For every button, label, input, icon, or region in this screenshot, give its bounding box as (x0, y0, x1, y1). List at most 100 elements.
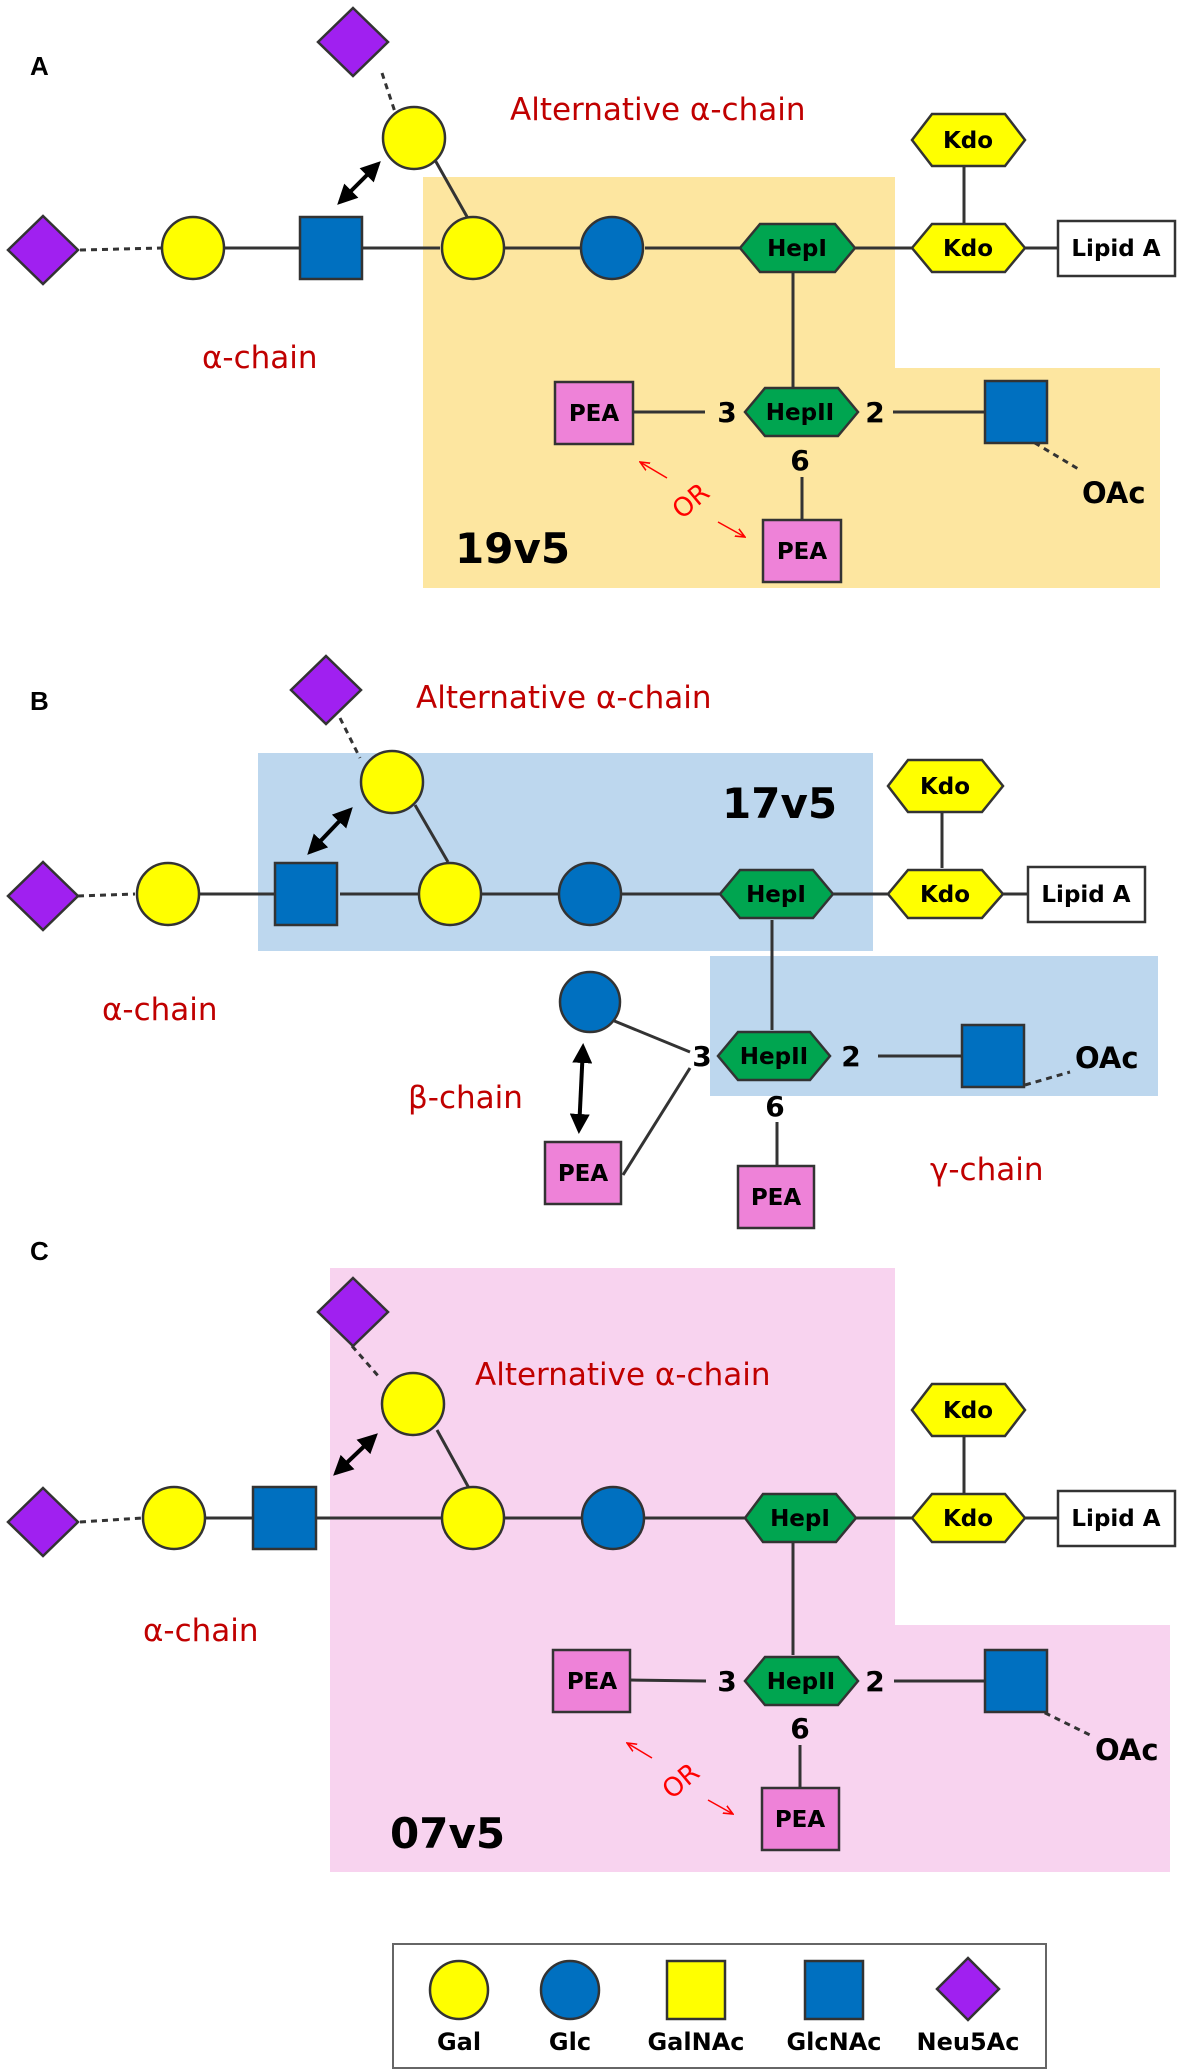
position-6: 6 (790, 444, 809, 477)
glc-circle (558, 970, 622, 1034)
position-6: 6 (765, 1090, 784, 1123)
position-2: 2 (841, 1040, 860, 1073)
legend-glc-symbol (539, 1959, 601, 2021)
legend: Gal Glc GalNAc GlcNAc Neu5Ac (392, 1943, 1047, 2069)
neu5ac-diamond (289, 654, 363, 726)
kdo-hexagon (886, 758, 1005, 814)
position-3: 3 (717, 1665, 736, 1698)
hepii-hexagon (743, 386, 860, 438)
or-arrow-up (627, 1743, 653, 1759)
legend-glcnac-label: GlcNAc (786, 2028, 881, 2056)
lipid-a-box (1056, 1489, 1177, 1548)
pea-box (736, 1164, 816, 1230)
alpha-chain-label: α-chain (202, 340, 318, 376)
kdo-hexagon (910, 1382, 1027, 1438)
kdo-label: Kdo (920, 774, 970, 800)
gal-circle (380, 1371, 446, 1437)
legend-gal-label: Gal (437, 2028, 481, 2056)
alternative-alpha-chain-label: Alternative α-chain (416, 680, 712, 716)
legend-neu5ac-label: Neu5Ac (917, 2028, 1020, 2056)
gamma-chain-label: γ-chain (930, 1152, 1043, 1188)
alpha-chain-label: α-chain (143, 1613, 259, 1649)
pea-box (543, 1140, 623, 1206)
hepii-label: HepII (766, 400, 834, 426)
panel-a: A Alternative α-chain α-chain 19v5 OR (6, 6, 1177, 588)
glc-circle (557, 861, 623, 927)
position-6: 6 (790, 1712, 809, 1745)
hepi-hexagon (718, 868, 835, 920)
kdo-label: Kdo (943, 1398, 993, 1424)
strain-label-17v5: 17v5 (722, 779, 837, 828)
strain-label-19v5: 19v5 (455, 524, 570, 573)
neu5ac-diamond (6, 860, 80, 932)
glcnac-square (983, 379, 1049, 445)
glcnac-square (298, 215, 364, 281)
pea-box (553, 380, 635, 446)
kdo-label: Kdo (943, 236, 993, 262)
neu5ac-diamond (6, 214, 80, 286)
legend-gal-symbol (428, 1959, 490, 2021)
kdo-hexagon (886, 868, 1005, 920)
strain-label-07v5: 07v5 (390, 1809, 505, 1858)
panel-b: B Alternative α-chain α-chain β-chain γ-… (6, 654, 1158, 1230)
hepi-label: HepI (770, 1506, 830, 1532)
glc-circle (580, 1485, 646, 1551)
arrow-alt-chain (333, 1433, 378, 1476)
kdo-label: Kdo (943, 128, 993, 154)
kdo-label: Kdo (943, 1506, 993, 1532)
arrow-alt-chain (307, 807, 353, 855)
gal-circle (141, 1485, 207, 1551)
lipid-a-label: Lipid A (1071, 236, 1160, 262)
panel-letter-b: B (30, 686, 49, 716)
gal-circle (160, 215, 226, 281)
pea-label: PEA (569, 401, 620, 427)
panel-letter-c: C (30, 1236, 49, 1266)
lipid-a-box (1056, 219, 1177, 278)
pea-label: PEA (751, 1185, 802, 1211)
oac-label: OAc (1095, 1733, 1159, 1767)
alpha-chain-label: α-chain (102, 992, 218, 1028)
hepi-label: HepI (746, 882, 806, 908)
hepii-hexagon (716, 1030, 832, 1082)
pea-label: PEA (775, 1807, 826, 1833)
neu5ac-diamond (6, 1486, 80, 1558)
kdo-label: Kdo (920, 882, 970, 908)
gal-circle (135, 861, 201, 927)
or-arrow-up (640, 462, 668, 479)
glcnac-square (273, 861, 339, 927)
pea-label: PEA (777, 539, 828, 565)
position-3: 3 (717, 396, 736, 429)
panel-c: C Alternative α-chain α-chain 07v5 OR (6, 1236, 1177, 1872)
glcnac-square (960, 1023, 1026, 1089)
glcnac-square (983, 1648, 1049, 1714)
kdo-hexagon (910, 112, 1027, 168)
hepii-hexagon (743, 1655, 860, 1707)
lipid-a-label: Lipid A (1041, 882, 1130, 908)
neu5ac-diamond (316, 1276, 390, 1348)
neu5ac-diamond (316, 6, 390, 78)
highlight-07v5 (330, 1268, 1170, 1872)
legend-neu5ac-symbol (935, 1956, 1001, 2022)
hepi-label: HepI (767, 236, 827, 262)
legend-glc-label: Glc (549, 2028, 591, 2056)
arrow-alt-chain (337, 161, 381, 205)
pea-box (760, 1786, 841, 1852)
alternative-alpha-chain-label: Alternative α-chain (475, 1357, 771, 1393)
or-arrow-down (707, 1799, 733, 1814)
gal-circle (440, 215, 506, 281)
hepii-label: HepII (740, 1044, 808, 1070)
gal-circle (359, 749, 425, 815)
pea-label: PEA (567, 1669, 618, 1695)
panel-letter-a: A (30, 51, 49, 81)
or-arrow-down (717, 521, 745, 537)
kdo-hexagon (910, 1492, 1027, 1544)
pea-label: PEA (558, 1161, 609, 1187)
glcnac-square (251, 1485, 318, 1551)
legend-galnac-label: GalNAc (647, 2028, 744, 2056)
kdo-hexagon (910, 222, 1027, 274)
oac-label: OAc (1082, 476, 1146, 510)
pea-box (551, 1648, 632, 1714)
gal-circle (417, 861, 483, 927)
hepi-hexagon (743, 1492, 858, 1544)
lipid-a-box (1026, 865, 1147, 924)
